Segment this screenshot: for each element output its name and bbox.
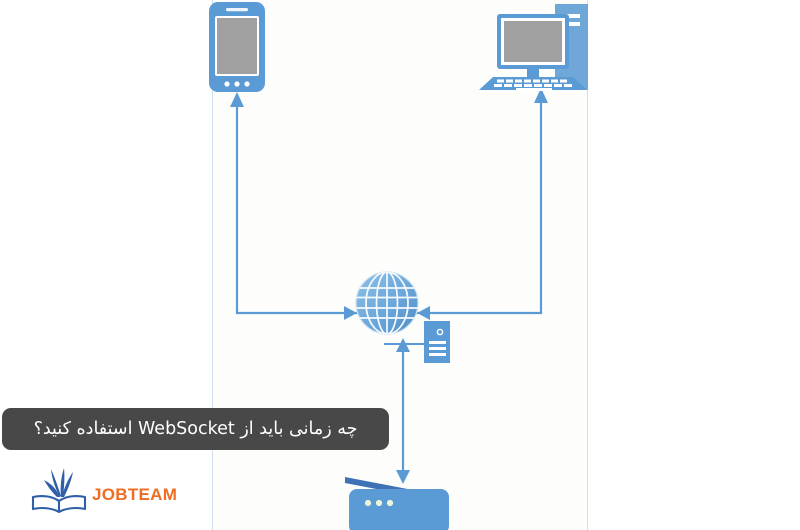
laptop-icon (345, 477, 449, 530)
logo-wordmark: JOBTEAM (92, 485, 178, 504)
arrow-left-into-globe (417, 306, 430, 320)
desktop-computer-icon (479, 4, 588, 91)
connector-globe-to-phone (235, 106, 360, 315)
caption-text: چه زمانی باید از WebSocket استفاده کنید؟ (33, 418, 358, 439)
arrow-down-to-laptop (396, 470, 410, 484)
server-tower-icon (424, 321, 450, 363)
connector-globe-to-desktop (414, 102, 543, 315)
globe-icon (355, 271, 419, 335)
arrow-right-into-globe (344, 306, 357, 320)
connector-lines (235, 102, 543, 472)
open-book-with-fanned-pages-icon (31, 468, 87, 514)
arrow-up-to-phone (230, 92, 244, 107)
arrow-up-to-desktop (534, 88, 548, 103)
arrowheads (230, 88, 548, 484)
jobteam-logo: JOBTEAM (30, 462, 195, 518)
caption-banner: چه زمانی باید از WebSocket استفاده کنید؟ (2, 408, 389, 450)
arrow-up-to-globe (396, 338, 410, 352)
mobile-phone-icon (209, 2, 265, 92)
